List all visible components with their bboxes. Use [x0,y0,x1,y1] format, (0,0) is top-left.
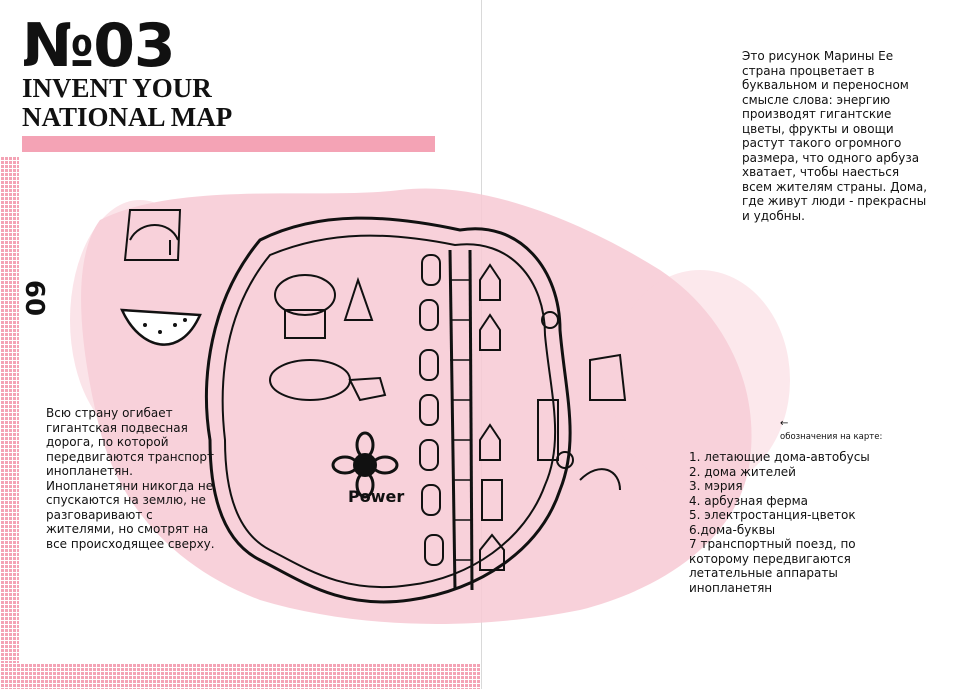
legend-item: 4. арбузная ферма [689,493,809,508]
legend-item: 7 транспортный поезд, по которому передв… [689,537,856,595]
page-number: 60 [19,279,49,317]
legend-arrow-icon: ← [780,418,789,429]
headline: INVENT YOUR NATIONAL MAP [22,74,442,132]
power-flower-station: Power [331,431,404,506]
road-caption: Всю страну огибает гигантская подвесная … [46,406,215,551]
pink-grid-bottom-strip [0,663,480,689]
residents-houses-drawing [269,274,387,402]
legend-item: 3. мэрия [689,479,743,493]
map-legend: 1. летающие дома-автобусы 2. дома жителе… [689,450,889,595]
legend-item: 1. летающие дома-автобусы [689,450,870,464]
alien-transport-structures [537,311,627,491]
legend-item: 2. дома жителей [689,464,796,479]
legend-item: 6.дома-буквы [689,522,776,537]
national-map-drawing: Power [70,188,790,624]
headline-line-1: INVENT YOUR [22,73,212,103]
headline-line-2: NATIONAL MAP [22,102,233,132]
suspended-road-outer [205,216,572,604]
issue-number: №03 [22,11,176,81]
intro-paragraph: Это рисунок Марины Ее страна процветает … [742,49,928,223]
transport-train-track [448,249,474,591]
legend-item: 5. электростанция-цветок [689,508,856,522]
pink-title-bar [22,136,435,152]
power-label: Power [348,487,404,506]
legend-title: обозначения на карте: [780,432,883,442]
watermelon-farm-drawing [120,308,202,346]
flying-house-bus [123,209,182,261]
suspended-road-inner [221,234,557,589]
pink-grid-left-strip [0,156,19,666]
letter-houses [419,254,505,571]
